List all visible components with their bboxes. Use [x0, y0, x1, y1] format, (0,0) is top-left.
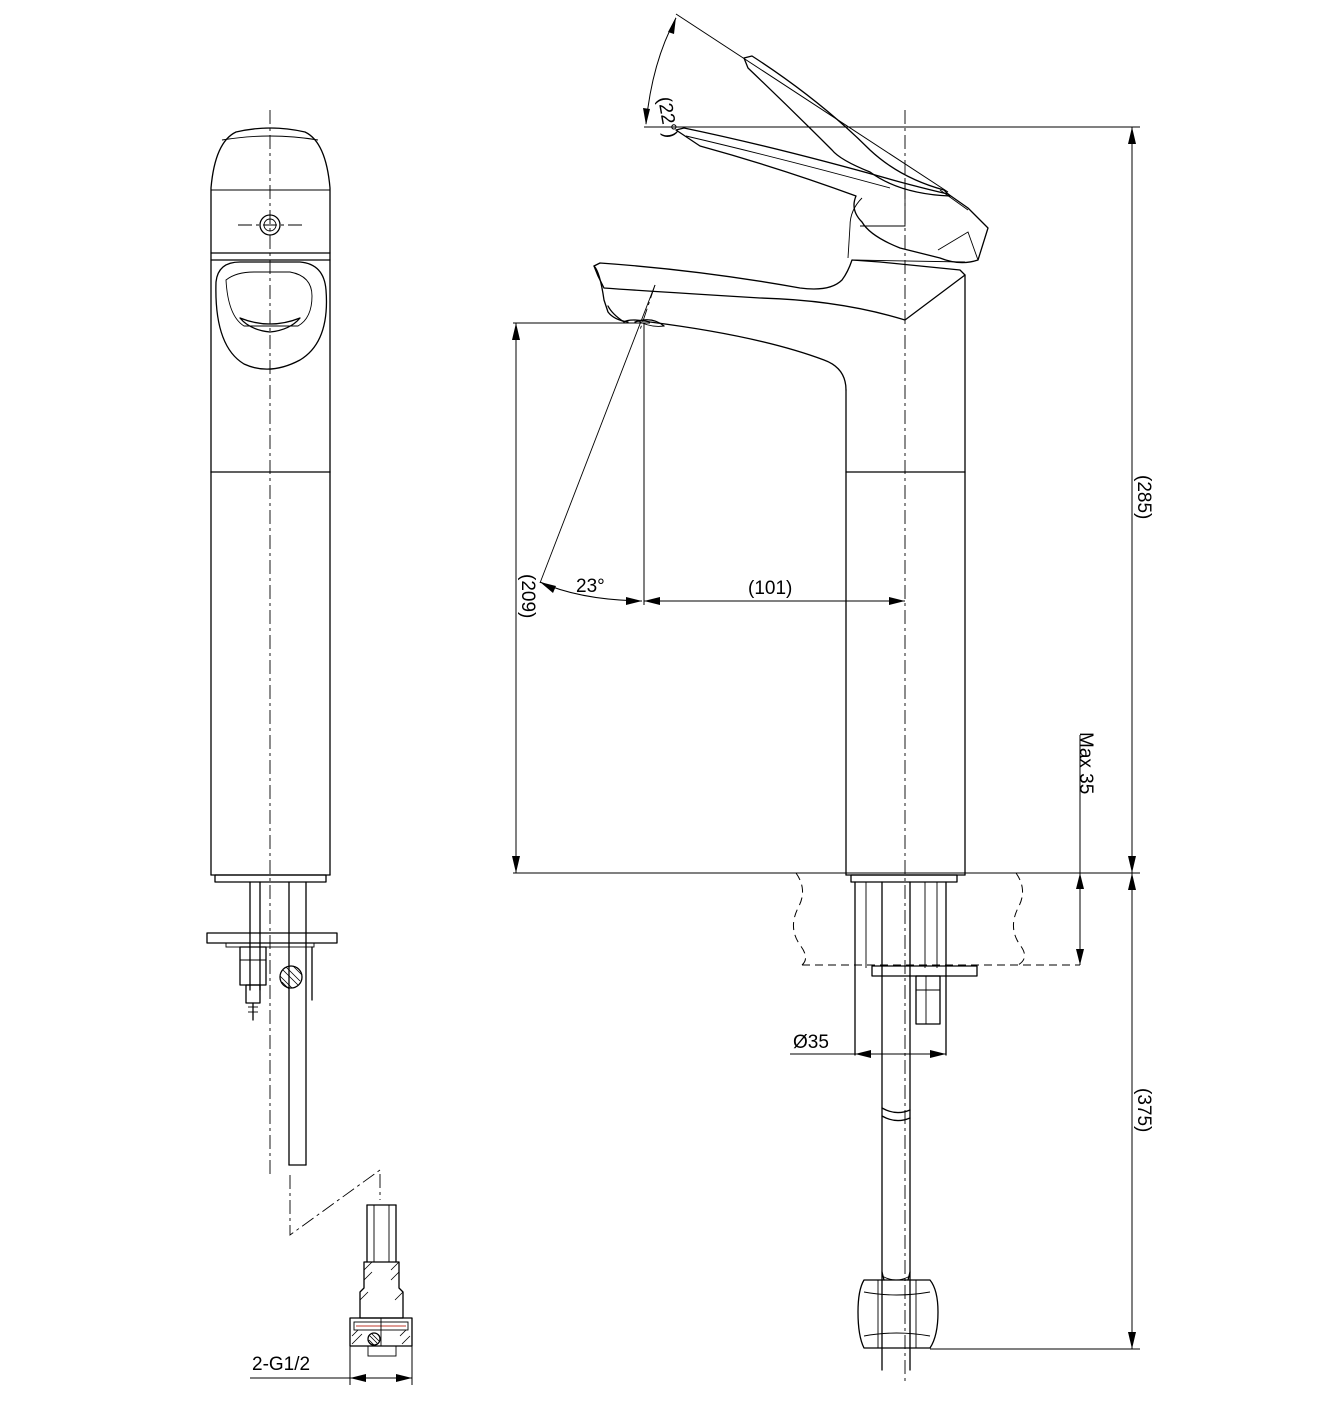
front-handle-cap: [210, 127, 331, 254]
connector-detail: 2-G1/2: [250, 1204, 413, 1385]
spout-height-label: (209): [517, 574, 538, 618]
side-lower-lever: [593, 259, 966, 321]
total-height-label: (285): [1133, 475, 1154, 519]
spout-angle-label: 23°: [576, 576, 605, 597]
front-lever: [215, 261, 328, 370]
shank-diameter-label: Ø35: [793, 1032, 829, 1053]
spout-reach-label: (101): [748, 578, 792, 599]
side-hose-nut: [857, 1279, 939, 1349]
connection-thread-label: 2-G1/2: [252, 1354, 310, 1375]
side-upper-lever: [675, 127, 989, 264]
side-spout: [607, 305, 847, 391]
front-indicator-button: [259, 214, 281, 236]
front-mounting-plate: [206, 932, 338, 944]
front-view: [206, 110, 381, 1236]
hose-length-label: (375): [1133, 1088, 1154, 1132]
side-mounting-plate: [871, 965, 978, 977]
lever-angle-label: (22°): [653, 95, 681, 139]
front-strainer: [279, 965, 303, 989]
deck-thickness-label: Max 35: [1075, 732, 1096, 794]
side-view: (22°) (209) 23° (101): [512, 13, 1154, 1385]
